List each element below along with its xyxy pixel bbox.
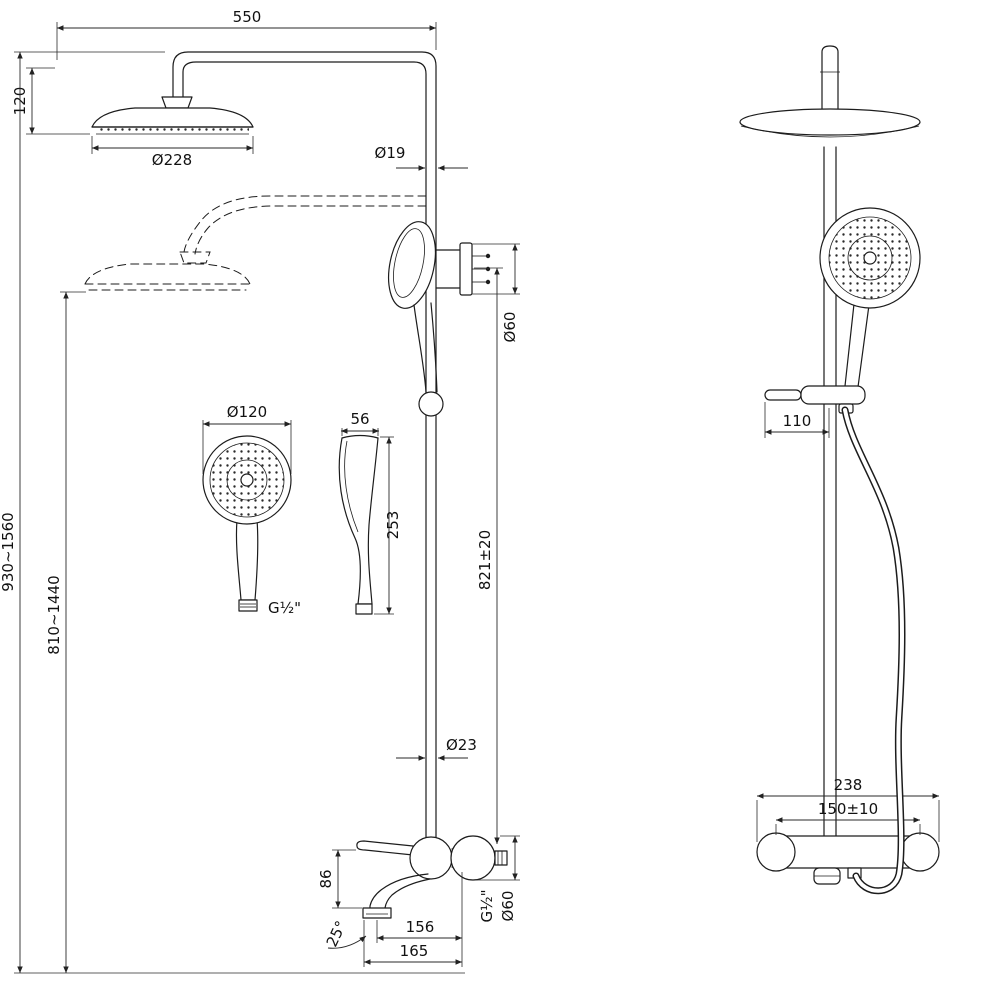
mixer-lever-handle (356, 840, 414, 856)
rain-shower-head-side (91, 107, 254, 135)
dim-label-holder-dia: Ø60 (501, 312, 519, 343)
dim-label-hand-dia: Ø120 (227, 403, 267, 421)
head-connector-nut (161, 96, 193, 109)
dim-label-head-dia: Ø228 (152, 151, 192, 169)
dim-label-spout-reach: 156 (406, 918, 435, 936)
hand-shower-in-holder (388, 221, 438, 393)
dim-label-hand-width: 56 (350, 410, 369, 428)
slider-bracket (764, 385, 866, 414)
thread-nipple (494, 850, 508, 866)
dim-label-lower-pipe-dia: Ø23 (446, 736, 477, 754)
mixer-valve-side (356, 835, 508, 919)
side-view: 550 120 Ø228 Ø19 Ø60 930~1560 (0, 8, 520, 974)
mixer-right-inlet (900, 832, 940, 872)
dim-label-riser-length: 821±20 (476, 530, 494, 590)
rain-shower-head-front (739, 108, 921, 138)
dim-label-pipe-dia: Ø19 (375, 144, 406, 162)
dim-label-holder-offset: 110 (783, 412, 812, 430)
front-view: 110 238 150±10 (739, 45, 940, 895)
hand-shower-front (819, 207, 921, 388)
hand-shower-profile-detail (338, 434, 379, 615)
spout-inner-edge (384, 878, 431, 909)
mixer-left-inlet (756, 832, 796, 872)
dim-label-hand-length: 253 (384, 511, 402, 540)
dim-label-adjust-height: 810~1440 (45, 575, 63, 654)
spout-outlet (362, 907, 392, 919)
slider-ring (418, 391, 444, 417)
dim-label-inlet-centers: 150±10 (818, 800, 878, 818)
dim-label-arm-reach: 550 (233, 8, 262, 26)
dim-label-flange-dia: Ø60 (499, 891, 517, 922)
diverter-knob (764, 389, 802, 401)
shower-hose (841, 406, 906, 895)
wall-flange (450, 835, 496, 881)
dim-label-spout-drop: 86 (317, 869, 335, 888)
rain-head-dashed-position (84, 195, 427, 291)
dim-label-spout-overall: 165 (400, 942, 429, 960)
spout-outer-edge (369, 873, 429, 909)
front-view-dimensions: 110 238 150±10 (756, 402, 940, 842)
label-outlet-thread: G½" (478, 889, 496, 922)
wall-holder-bracket (435, 242, 491, 296)
dim-label-spout-angle: 25° (323, 918, 351, 950)
mixer-front (756, 832, 940, 885)
shower-arm-and-riser-pipe (161, 51, 437, 847)
front-riser-pipe (820, 45, 840, 837)
dim-label-mixer-width: 238 (834, 776, 863, 794)
side-view-dimensions: 550 120 Ø228 Ø19 Ø60 930~1560 (0, 8, 520, 974)
label-hand-thread: G½" (268, 599, 301, 617)
hand-shower-front-detail (202, 435, 292, 612)
dim-label-overall-height: 930~1560 (0, 512, 17, 591)
